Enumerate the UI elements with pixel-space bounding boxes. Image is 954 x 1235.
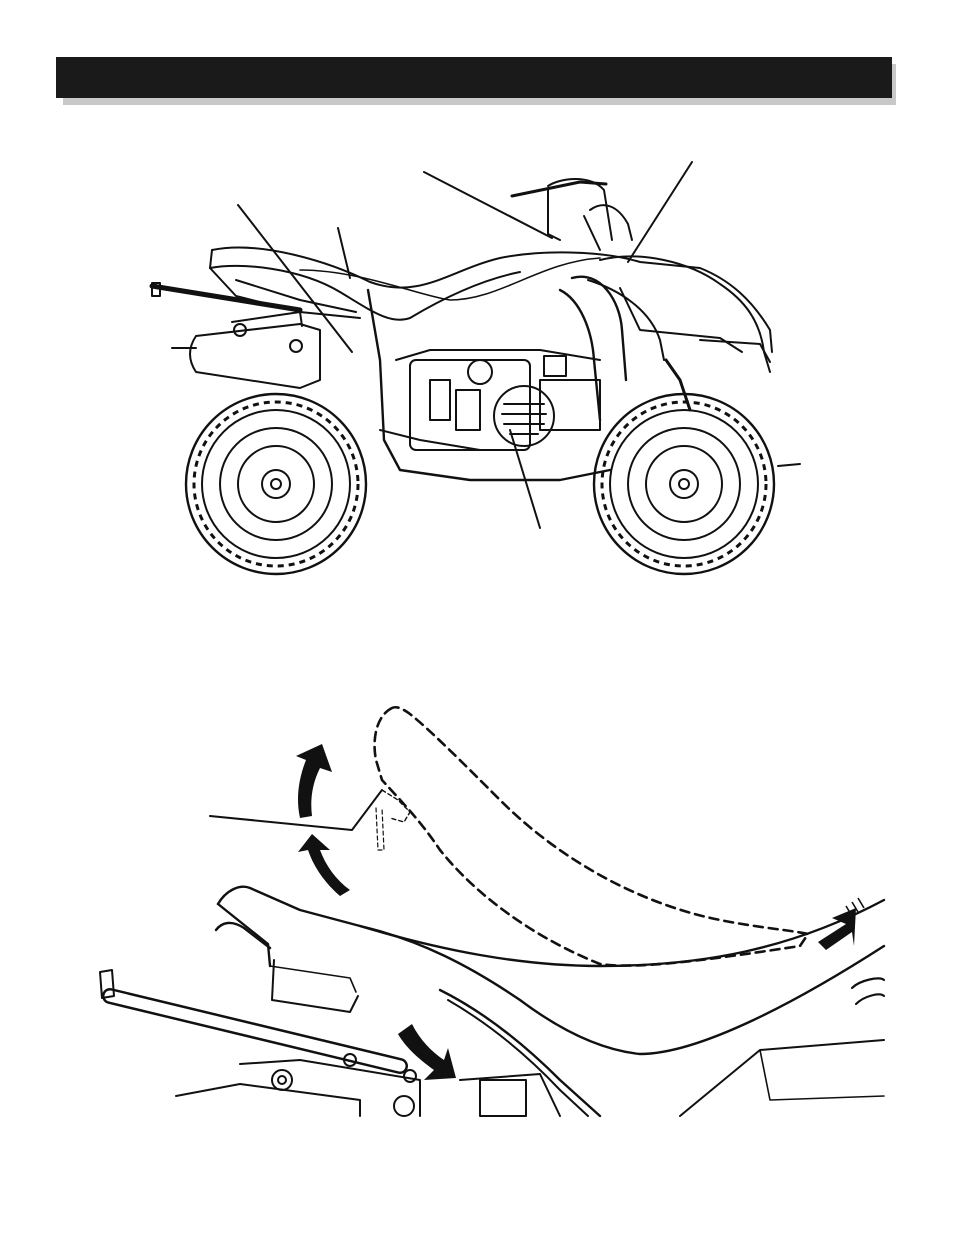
raised-seat-outline bbox=[373, 705, 810, 967]
lift-arrow-upper bbox=[296, 744, 332, 818]
leader-line-seat bbox=[337, 227, 351, 279]
leader-line-front-fender bbox=[627, 161, 693, 263]
push-arrow-latch bbox=[398, 1024, 456, 1080]
push-arrow-front bbox=[818, 908, 856, 950]
leader-line-front-tire bbox=[777, 463, 801, 467]
leader-line-seat-latch-detail bbox=[209, 789, 383, 831]
leader-line-seat-latch bbox=[237, 204, 353, 353]
leader-line-handlebar bbox=[423, 171, 553, 239]
section-header-bar bbox=[56, 57, 892, 98]
lift-arrow-lower bbox=[298, 834, 350, 896]
